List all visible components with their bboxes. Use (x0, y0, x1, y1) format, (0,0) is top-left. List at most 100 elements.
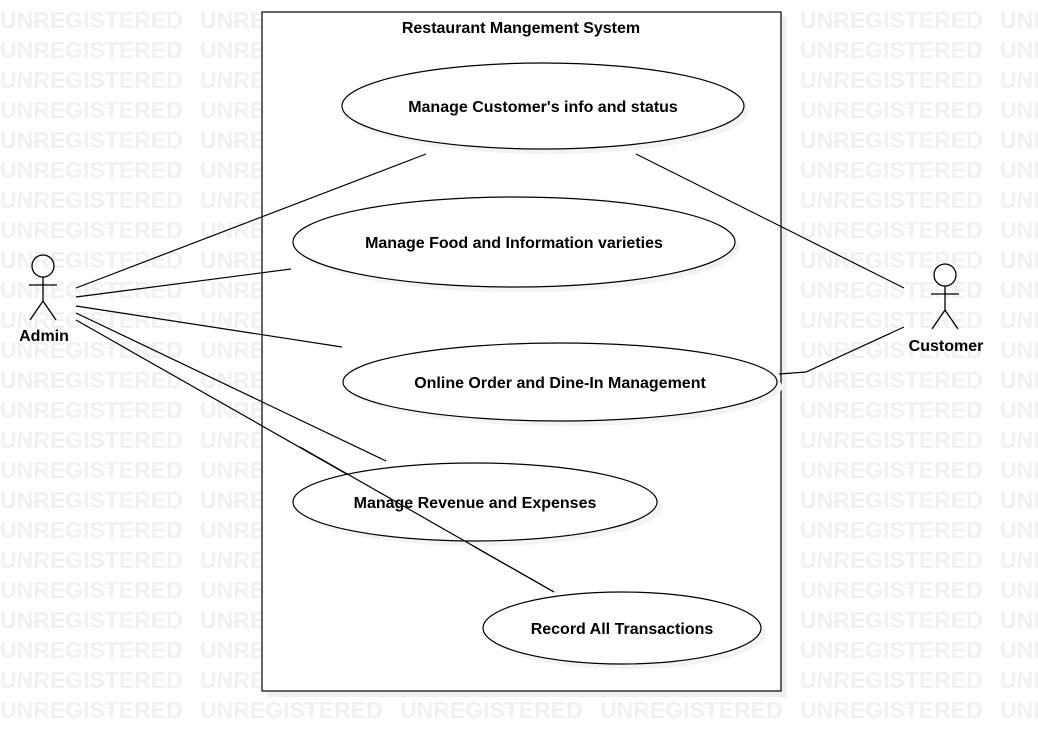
watermark-text: UNREGISTERED (1000, 547, 1038, 573)
watermark-text: UNREGISTERED (1000, 487, 1038, 513)
watermark-text: UNREGISTERED (1000, 697, 1038, 723)
watermark-text: UNREGISTERED (0, 697, 183, 723)
watermark-text: UNREGISTERED (1000, 607, 1038, 633)
watermark-text: UNREGISTERED (800, 367, 983, 393)
watermark-text: UNREGISTERED (800, 427, 983, 453)
watermark-text: UNREGISTERED (0, 607, 183, 633)
association-admin-uc4[interactable] (75, 312, 387, 462)
association-customer-uc1[interactable] (635, 153, 905, 289)
use-case-online-order-dine-in[interactable]: Online Order and Dine-In Management (342, 342, 782, 426)
watermark-text: UNREGISTERED (1000, 97, 1038, 123)
watermark-text: UNREGISTERED (800, 187, 983, 213)
use-case-shape[interactable] (292, 462, 658, 542)
watermark-text: UNREGISTERED (800, 277, 983, 303)
watermark-text: UNREGISTERED (1000, 7, 1038, 33)
watermark-text: UNREGISTERED (0, 397, 183, 423)
actor-label: Admin (19, 328, 69, 345)
watermark-text: UNREGISTERED (800, 307, 983, 333)
watermark-text: UNREGISTERED (1000, 427, 1038, 453)
watermark-text: UNREGISTERED (0, 667, 183, 693)
watermark-text: UNREGISTERED (0, 7, 183, 33)
watermark-text: UNREGISTERED (0, 67, 183, 93)
actor-admin[interactable]: Admin (19, 254, 69, 345)
actor-customer[interactable]: Customer (909, 263, 984, 355)
watermark-text: UNREGISTERED (800, 397, 983, 423)
watermark-text: UNREGISTERED (1000, 187, 1038, 213)
watermark-text: UNREGISTERED (1000, 457, 1038, 483)
watermark-text: UNREGISTERED (800, 217, 983, 243)
watermark-text: UNREGISTERED (800, 97, 983, 123)
watermark-text: UNREGISTERED (0, 577, 183, 603)
watermark-text: UNREGISTERED (800, 67, 983, 93)
watermark-text: UNREGISTERED (0, 637, 183, 663)
use-case-shape[interactable] (342, 342, 778, 422)
watermark-text: UNREGISTERED (1000, 367, 1038, 393)
watermark-text: UNREGISTERED (800, 697, 983, 723)
watermark-text: UNREGISTERED (1000, 337, 1038, 363)
watermark-text: UNREGISTERED (0, 217, 183, 243)
association-admin-uc3[interactable] (75, 305, 343, 348)
association-admin-uc2[interactable] (75, 268, 292, 298)
use-case-manage-customer-info[interactable]: Manage Customer's info and status (341, 62, 749, 154)
watermark-text: UNREGISTERED (0, 367, 183, 393)
watermark-text: UNREGISTERED (1000, 67, 1038, 93)
watermark-text: UNREGISTERED (800, 487, 983, 513)
watermark-text: UNREGISTERED (800, 247, 983, 273)
watermark-text: UNREGISTERED (0, 427, 183, 453)
watermark-text: UNREGISTERED (0, 187, 183, 213)
watermark-text: UNREGISTERED (0, 457, 183, 483)
watermark-text: UNREGISTERED (0, 37, 183, 63)
watermark-text: UNREGISTERED (800, 637, 983, 663)
watermark-text: UNREGISTERED (1000, 217, 1038, 243)
watermark-text: UNREGISTERED (1000, 157, 1038, 183)
watermark-text: UNREGISTERED (800, 127, 983, 153)
use-case-label: Manage Customer's info and status (408, 99, 678, 116)
watermark-text: UNREGISTERED (1000, 397, 1038, 423)
use-case-manage-revenue-expenses[interactable]: Manage Revenue and Expenses (292, 462, 662, 546)
use-case-shape[interactable] (292, 196, 736, 288)
watermark-text: UNREGISTERED (1000, 307, 1038, 333)
watermark-text: UNREGISTERED (1000, 667, 1038, 693)
watermark-text: UNREGISTERED (600, 697, 783, 723)
watermark-text: UNREGISTERED (1000, 637, 1038, 663)
association-admin-uc5-overlay (299, 446, 555, 593)
watermark-text: UNREGISTERED (200, 697, 383, 723)
watermark-text: UNREGISTERED (0, 127, 183, 153)
use-case-shape[interactable] (341, 62, 745, 150)
watermark-text: UNREGISTERED (1000, 247, 1038, 273)
watermark-text: UNREGISTERED (800, 607, 983, 633)
system-title: Restaurant Mangement System (402, 20, 640, 37)
watermark-text: UNREGISTERED (1000, 517, 1038, 543)
watermark-text: UNREGISTERED (1000, 127, 1038, 153)
watermark-text: UNREGISTERED (0, 157, 183, 183)
watermark-text: UNREGISTERED (800, 157, 983, 183)
watermark-text: UNREGISTERED (800, 547, 983, 573)
watermark-text: UNREGISTERED (800, 337, 983, 363)
watermark-text: UNREGISTERED (1000, 277, 1038, 303)
association-customer-uc3[interactable] (778, 326, 905, 375)
use-case-shape[interactable] (482, 591, 762, 665)
watermark-text: UNREGISTERED (800, 517, 983, 543)
watermark-text: UNREGISTERED (800, 7, 983, 33)
watermark-text: UNREGISTERED (800, 37, 983, 63)
association-admin-uc1[interactable] (75, 153, 427, 289)
watermark-text: UNREGISTERED (0, 517, 183, 543)
watermark-text: UNREGISTERED (800, 667, 983, 693)
watermark-text: UNREGISTERED (1000, 577, 1038, 603)
stick-figure-icon (931, 263, 959, 330)
use-case-manage-food-info[interactable]: Manage Food and Information varieties (292, 196, 740, 292)
watermark-text: UNREGISTERED (0, 247, 183, 273)
use-case-label: Manage Food and Information varieties (365, 235, 663, 252)
watermark-text: UNREGISTERED (0, 97, 183, 123)
use-case-label: Online Order and Dine-In Management (414, 375, 706, 392)
use-case-label: Manage Revenue and Expenses (354, 495, 597, 512)
use-case-label: Record All Transactions (531, 621, 714, 638)
watermark-text: UNREGISTERED (800, 457, 983, 483)
watermark-text: UNREGISTERED (800, 577, 983, 603)
watermark-text: UNREGISTERED (0, 487, 183, 513)
watermark-text: UNREGISTERED (1000, 37, 1038, 63)
use-case-record-transactions[interactable]: Record All Transactions (482, 591, 766, 669)
watermark-text: UNREGISTERED (400, 697, 583, 723)
watermark-text: UNREGISTERED (0, 547, 183, 573)
